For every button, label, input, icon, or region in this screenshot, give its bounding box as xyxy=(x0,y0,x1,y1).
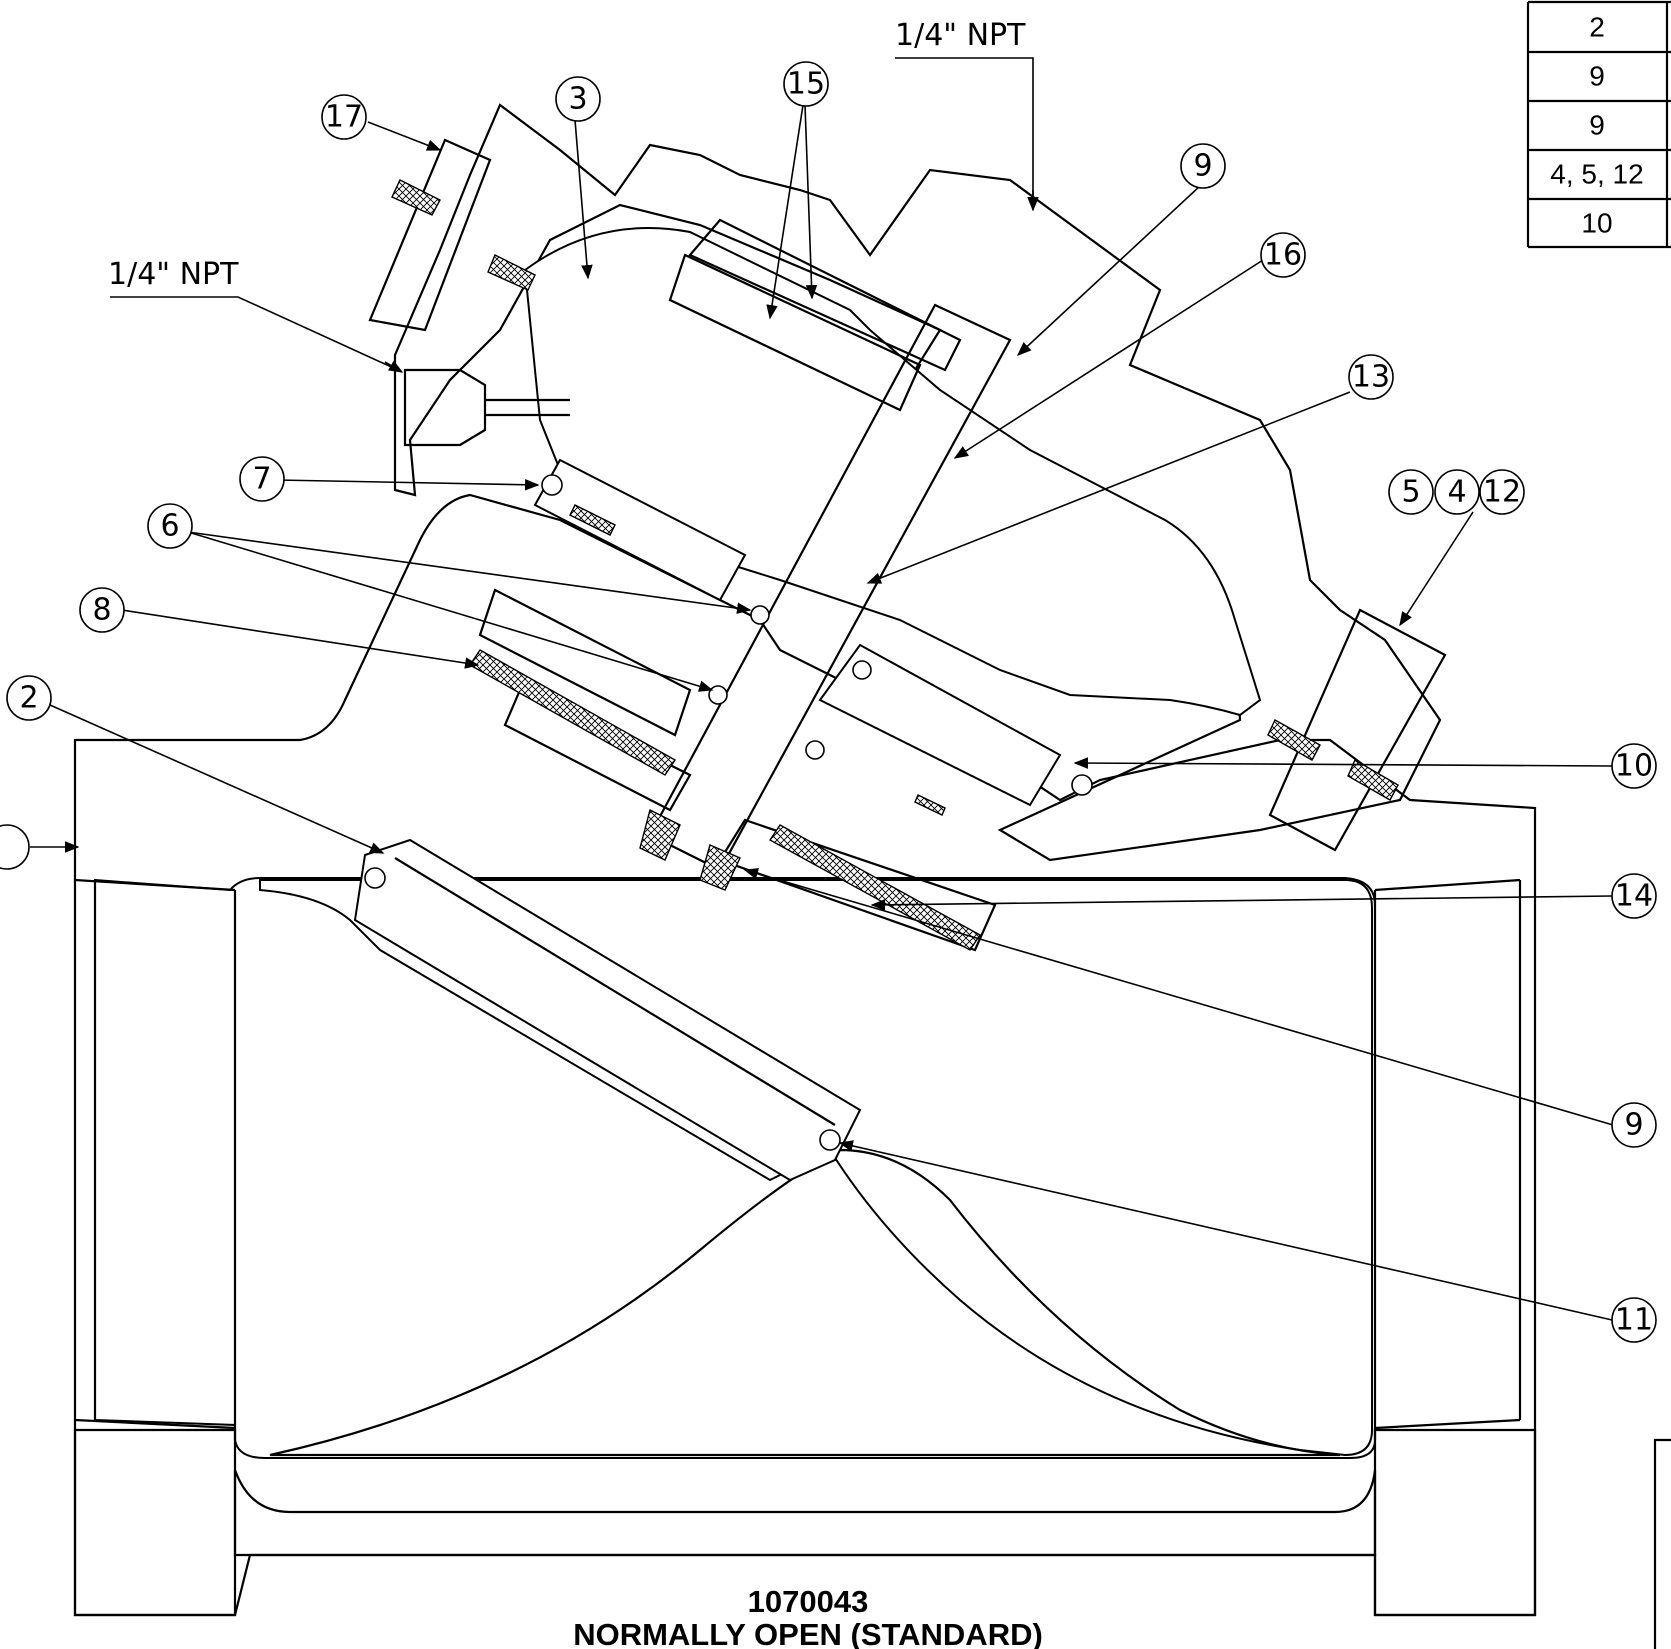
balloon-12: 12 xyxy=(1479,469,1525,515)
leader-lines xyxy=(30,57,1614,1321)
svg-text:9: 9 xyxy=(1624,1108,1643,1143)
seat-disc-holder xyxy=(503,688,692,812)
cover-bolt-left xyxy=(368,138,492,332)
o-ring-7 xyxy=(541,474,563,496)
seat-ring xyxy=(353,838,862,1182)
svg-text:11: 11 xyxy=(1615,1303,1653,1338)
valve-body xyxy=(73,493,1537,1617)
npt-port-left xyxy=(403,368,487,447)
balloon-3: 3 xyxy=(555,76,601,122)
table-cell: 10 xyxy=(1581,208,1612,239)
table-cell: 4, 5, 12 xyxy=(1550,159,1643,190)
svg-text:8: 8 xyxy=(92,593,111,628)
balloon-14: 14 xyxy=(1611,873,1657,919)
drawing-part-number: 1070043 xyxy=(748,1584,869,1619)
cover-bolt-right xyxy=(1268,608,1447,852)
balloon-17: 17 xyxy=(321,94,367,140)
table-cell: 9 xyxy=(1589,61,1605,92)
svg-text:9: 9 xyxy=(1193,149,1212,184)
balloon-2: 2 xyxy=(6,675,52,721)
table-cell: 9 xyxy=(1589,110,1605,141)
svg-text:13: 13 xyxy=(1352,360,1390,395)
svg-text:17: 17 xyxy=(325,100,363,135)
valve-bonnet xyxy=(393,103,1442,862)
upper-retainer xyxy=(688,218,962,372)
balloon-13: 13 xyxy=(1348,354,1394,400)
o-ring-2 xyxy=(364,867,386,889)
balloon-10: 10 xyxy=(1611,743,1657,789)
upper-disc xyxy=(668,253,922,412)
reference-table: 2 9 9 4, 5, 12 10 xyxy=(1526,0,1671,249)
balloon-15: 15 xyxy=(783,61,829,107)
seat-gasket-lower xyxy=(768,824,982,951)
svg-text:16: 16 xyxy=(1264,238,1302,273)
stem-nut-right xyxy=(699,844,741,891)
o-ring-10a xyxy=(852,660,872,680)
bottom-disc-plate xyxy=(718,818,997,952)
o-ring-10c xyxy=(1071,774,1093,796)
border-fragment xyxy=(1653,1438,1671,1649)
svg-text:5: 5 xyxy=(1401,475,1420,510)
o-ring-11 xyxy=(819,1129,841,1151)
balloon-7: 7 xyxy=(239,456,285,502)
svg-text:7: 7 xyxy=(252,462,271,497)
svg-text:2: 2 xyxy=(19,681,38,716)
lower-disc-plate xyxy=(478,588,692,737)
stem-nut xyxy=(639,808,681,861)
svg-text:6: 6 xyxy=(160,509,179,544)
svg-text:4: 4 xyxy=(1447,475,1466,510)
npt-note-left: 1/4" NPT xyxy=(108,257,239,292)
svg-text:12: 12 xyxy=(1483,475,1521,510)
balloon-4: 4 xyxy=(1434,469,1480,515)
svg-text:14: 14 xyxy=(1615,879,1653,914)
balloon-6: 6 xyxy=(147,503,193,549)
drawing-description: NORMALLY OPEN (STANDARD) xyxy=(573,1617,1043,1649)
o-ring-10b xyxy=(805,740,825,760)
balloon-9-bottom: 9 xyxy=(1611,1102,1657,1148)
balloon-5: 5 xyxy=(1388,469,1434,515)
npt-note-top: 1/4" NPT xyxy=(895,18,1026,53)
svg-text:15: 15 xyxy=(787,67,825,102)
o-ring-6b xyxy=(708,685,728,705)
balloon-11: 11 xyxy=(1611,1297,1657,1343)
svg-text:3: 3 xyxy=(568,82,587,117)
balloon-9-top: 9 xyxy=(1180,143,1226,189)
table-cell: 2 xyxy=(1589,12,1605,43)
internal-parts xyxy=(353,138,1447,1182)
svg-text:10: 10 xyxy=(1615,749,1653,784)
balloon-16: 16 xyxy=(1260,232,1306,278)
balloon-8: 8 xyxy=(79,587,125,633)
balloon-partial-left xyxy=(0,824,30,870)
o-ring-6a xyxy=(750,605,770,625)
spring-clip xyxy=(569,504,616,536)
